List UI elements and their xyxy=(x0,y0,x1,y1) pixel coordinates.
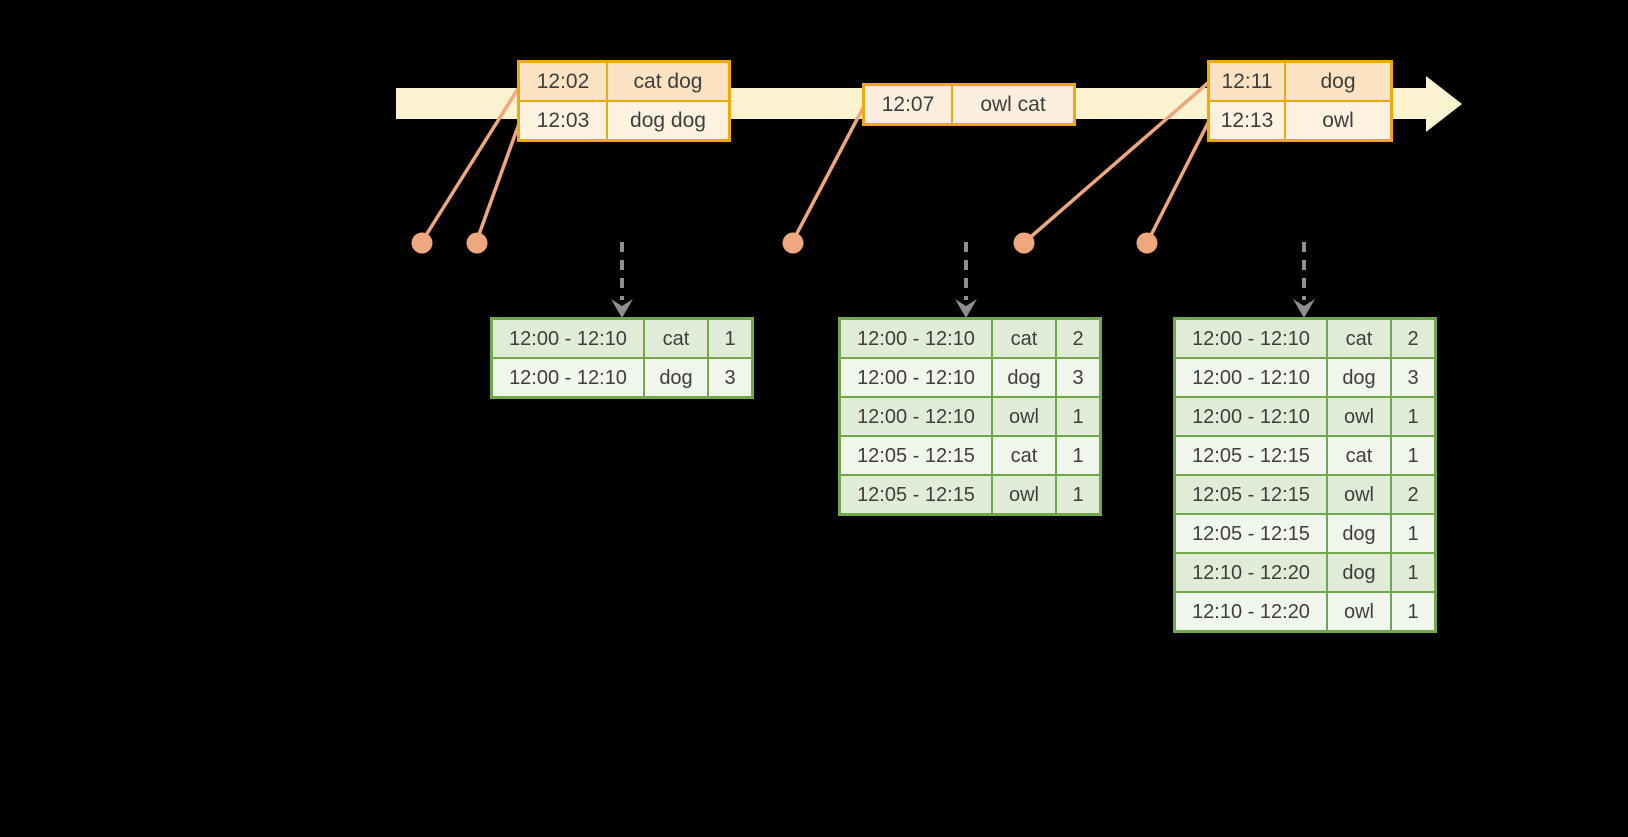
word-cell: cat xyxy=(645,320,707,357)
word-cell: cat xyxy=(1328,437,1390,474)
count-cell: 1 xyxy=(1392,554,1434,591)
result-table-3: 12:00 - 12:10 cat 2 12:00 - 12:10 dog 3 … xyxy=(1173,317,1437,633)
result-table-1: 12:00 - 12:10 cat 1 12:00 - 12:10 dog 3 xyxy=(490,317,754,399)
word-cell: owl xyxy=(1328,476,1390,513)
count-cell: 1 xyxy=(1057,437,1099,474)
window-cell: 12:05 - 12:15 xyxy=(1176,515,1326,552)
word-cell: dog xyxy=(1328,515,1390,552)
window-cell: 12:10 - 12:20 xyxy=(1176,554,1326,591)
window-cell: 12:00 - 12:10 xyxy=(1176,359,1326,396)
count-cell: 2 xyxy=(1057,320,1099,357)
output-arrows xyxy=(611,242,1315,318)
word-cell: dog xyxy=(1328,359,1390,396)
window-cell: 12:00 - 12:10 xyxy=(1176,398,1326,435)
dashed-arrowhead-icon xyxy=(955,299,977,318)
dashed-arrowhead-icon xyxy=(611,299,633,318)
event-words-cell: owl cat xyxy=(953,86,1073,123)
word-cell: owl xyxy=(993,476,1055,513)
event-connector-line xyxy=(792,105,866,240)
window-cell: 12:00 - 12:10 xyxy=(841,398,991,435)
event-time-cell: 12:02 xyxy=(520,63,606,100)
event-table-1: 12:02 cat dog 12:03 dog dog xyxy=(517,60,731,142)
dashed-arrowhead-icon xyxy=(1293,299,1315,318)
count-cell: 1 xyxy=(1057,476,1099,513)
word-cell: owl xyxy=(1328,398,1390,435)
window-cell: 12:05 - 12:15 xyxy=(1176,476,1326,513)
word-cell: owl xyxy=(1328,593,1390,630)
event-words-cell: owl xyxy=(1286,102,1390,139)
word-cell: dog xyxy=(993,359,1055,396)
event-time-cell: 12:03 xyxy=(520,102,606,139)
count-cell: 1 xyxy=(1057,398,1099,435)
event-words-cell: dog dog xyxy=(608,102,728,139)
count-cell: 1 xyxy=(1392,515,1434,552)
window-cell: 12:05 - 12:15 xyxy=(841,476,991,513)
event-table-2: 12:07 owl cat xyxy=(862,83,1076,126)
word-cell: owl xyxy=(993,398,1055,435)
event-dot-icon xyxy=(1013,232,1035,254)
window-cell: 12:00 - 12:10 xyxy=(493,359,643,396)
count-cell: 1 xyxy=(1392,398,1434,435)
timeline-arrowhead-icon xyxy=(1426,76,1462,132)
event-time-cell: 12:13 xyxy=(1210,102,1284,139)
event-table-3: 12:11 dog 12:13 owl xyxy=(1207,60,1393,142)
event-words-cell: cat dog xyxy=(608,63,728,100)
event-connector-line xyxy=(1146,120,1211,242)
count-cell: 2 xyxy=(1392,476,1434,513)
word-cell: cat xyxy=(993,320,1055,357)
word-cell: dog xyxy=(645,359,707,396)
event-connector-line xyxy=(1024,80,1211,243)
event-dot-icon xyxy=(782,232,804,254)
word-cell: dog xyxy=(1328,554,1390,591)
window-cell: 12:00 - 12:10 xyxy=(841,320,991,357)
word-cell: cat xyxy=(993,437,1055,474)
event-connector-lines xyxy=(421,80,1211,243)
event-connector-line xyxy=(421,83,523,241)
window-cell: 12:00 - 12:10 xyxy=(1176,320,1326,357)
count-cell: 2 xyxy=(1392,320,1434,357)
event-words-cell: dog xyxy=(1286,63,1390,100)
event-dot-icon xyxy=(411,232,433,254)
window-cell: 12:10 - 12:20 xyxy=(1176,593,1326,630)
count-cell: 1 xyxy=(1392,593,1434,630)
event-dots xyxy=(411,232,1158,254)
count-cell: 3 xyxy=(1057,359,1099,396)
window-cell: 12:05 - 12:15 xyxy=(1176,437,1326,474)
window-cell: 12:00 - 12:10 xyxy=(493,320,643,357)
word-cell: cat xyxy=(1328,320,1390,357)
count-cell: 3 xyxy=(709,359,751,396)
window-cell: 12:00 - 12:10 xyxy=(841,359,991,396)
count-cell: 1 xyxy=(709,320,751,357)
event-dot-icon xyxy=(1136,232,1158,254)
window-cell: 12:05 - 12:15 xyxy=(841,437,991,474)
result-table-2: 12:00 - 12:10 cat 2 12:00 - 12:10 dog 3 … xyxy=(838,317,1102,516)
count-cell: 3 xyxy=(1392,359,1434,396)
event-time-cell: 12:07 xyxy=(865,86,951,123)
count-cell: 1 xyxy=(1392,437,1434,474)
event-time-cell: 12:11 xyxy=(1210,63,1284,100)
event-connector-line xyxy=(475,120,522,241)
event-dot-icon xyxy=(466,232,488,254)
